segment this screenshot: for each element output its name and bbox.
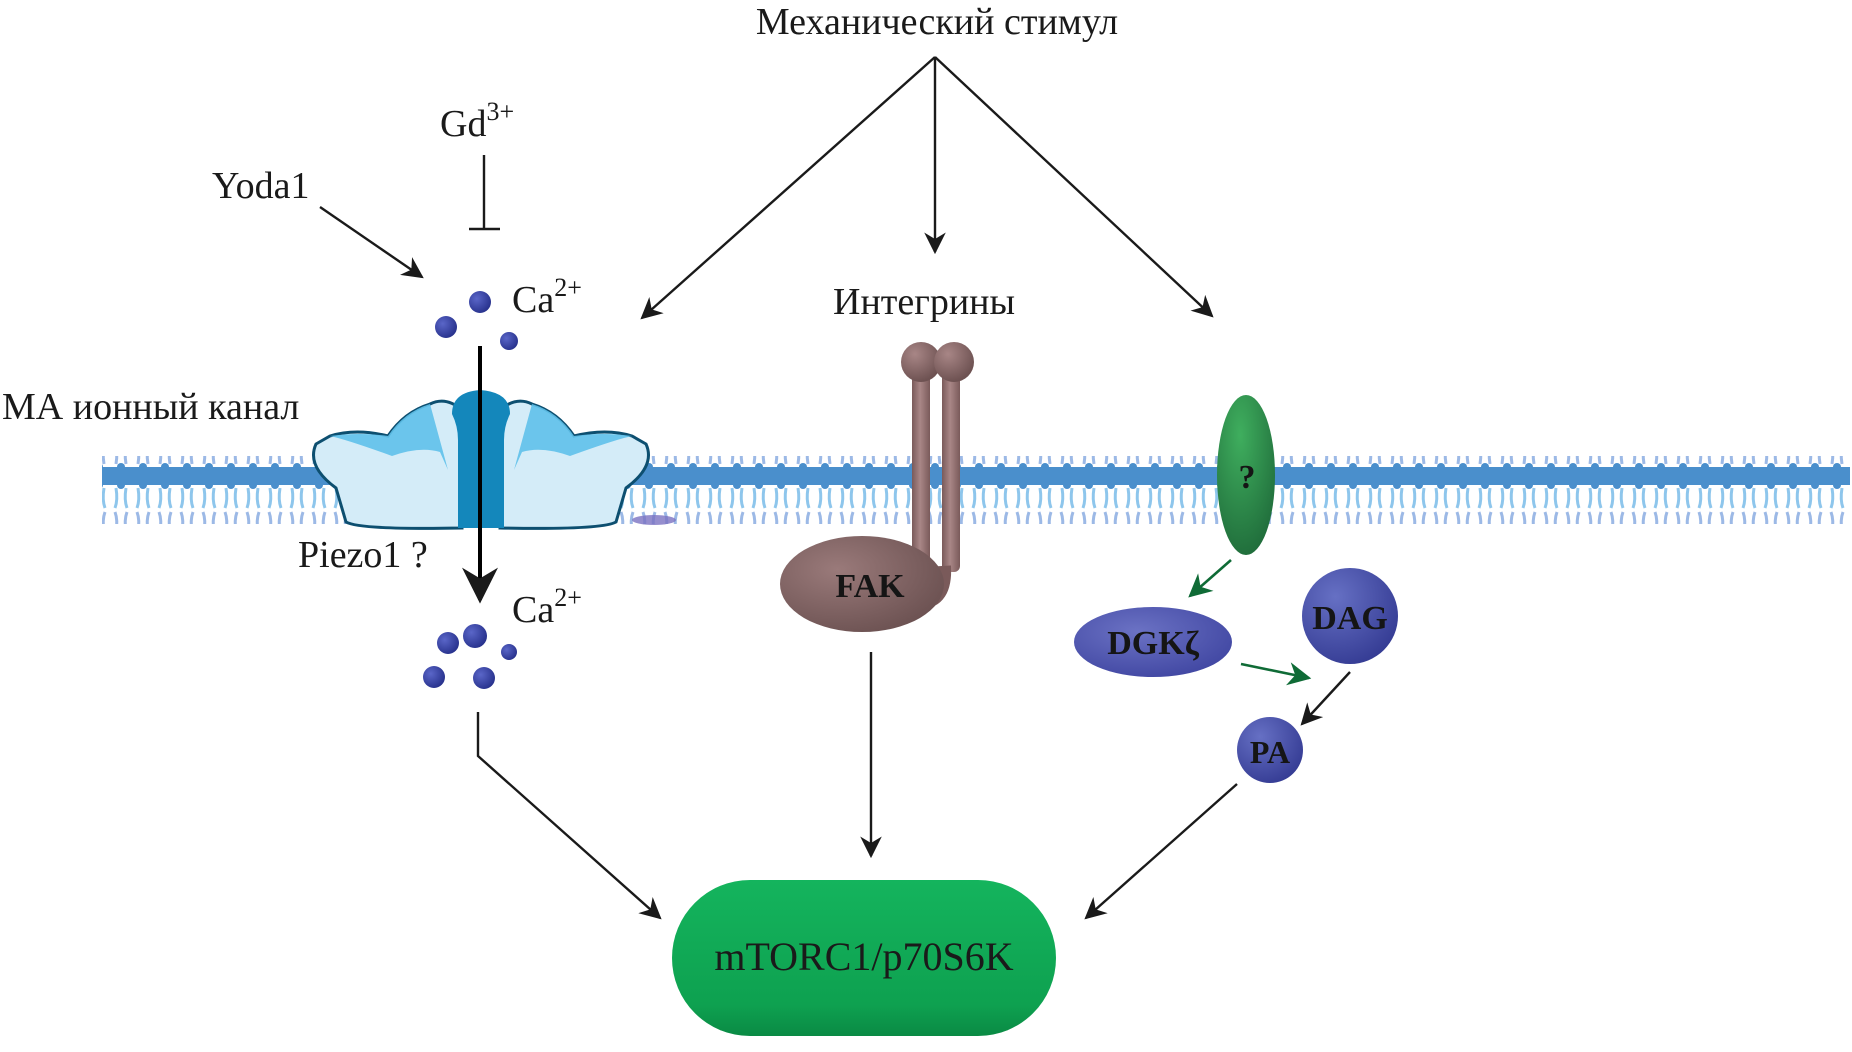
calcium-ion — [501, 644, 517, 660]
stimulus-arrows — [640, 56, 1214, 320]
mtorc1-label: mTORC1/p70S6K — [714, 934, 1013, 979]
calcium-ions-intracellular — [423, 624, 517, 689]
calcium-label-extracellular: Ca2+ — [512, 273, 582, 321]
integrins-label: Интегрины — [833, 281, 1015, 323]
arrow-dag-to-pa — [1300, 671, 1351, 726]
dag-label: DAG — [1312, 600, 1388, 637]
calcium-label-intracellular: Ca2+ — [512, 583, 582, 631]
stimulus-label: Механический стимул — [756, 1, 1118, 43]
calcium-ion — [435, 316, 457, 338]
calcium-ion — [437, 632, 459, 654]
arrow-pa-to-mtorc — [1084, 783, 1238, 920]
pa-label: PA — [1250, 734, 1290, 770]
ma-channel-label: МА ионный канал — [2, 386, 299, 428]
calcium-ion — [423, 666, 445, 688]
ma-ion-channel — [312, 346, 650, 604]
arrow-stimulus-to-channel — [640, 56, 936, 320]
calcium-ion — [500, 332, 518, 350]
fak-label: FAK — [835, 568, 905, 605]
arrow-calcium-to-mtorc — [476, 712, 662, 920]
dgk-zeta-node: DGKζ — [1074, 607, 1232, 677]
calcium-ions-extracellular — [435, 291, 518, 350]
unknown-receptor: ? — [1217, 395, 1275, 555]
pa-node: PA — [1237, 717, 1303, 783]
dgk-zeta-label: DGKζ — [1107, 625, 1199, 662]
arrow-stimulus-to-receptor — [934, 56, 1214, 318]
calcium-ion — [463, 624, 487, 648]
mtorc1-node: mTORC1/p70S6K — [672, 880, 1056, 1036]
gd-inhibition — [469, 155, 500, 231]
gd-label: Gd3+ — [440, 97, 514, 145]
calcium-ion — [469, 291, 491, 313]
arrow-yoda1-to-calcium — [319, 206, 424, 279]
yoda1-label: Yoda1 — [212, 165, 310, 207]
unknown-receptor-label: ? — [1239, 459, 1256, 496]
dag-node: DAG — [1302, 568, 1398, 664]
piezo1-label: Piezo1 ? — [298, 534, 428, 576]
calcium-ion — [473, 667, 495, 689]
arrow-dgk-conversion — [1240, 662, 1312, 686]
arrow-receptor-to-dgk — [1188, 559, 1232, 598]
fak-node: FAK — [780, 536, 944, 632]
